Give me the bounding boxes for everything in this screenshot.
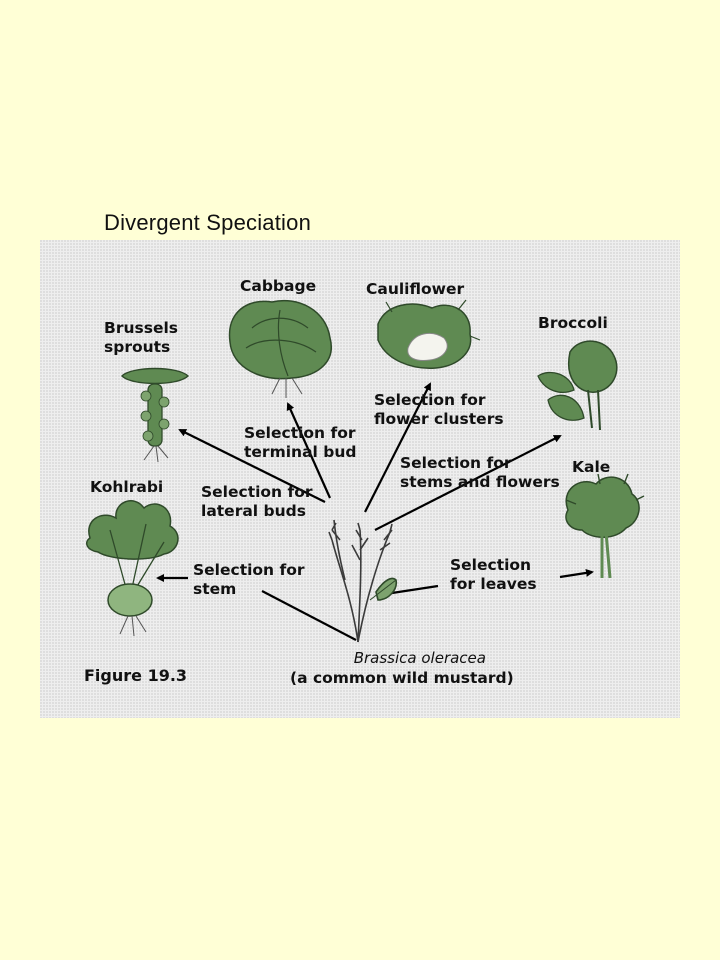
arrow-to-cabbage: [286, 402, 332, 499]
label-selection-lateral-buds: Selection for lateral buds: [201, 483, 313, 521]
label-leaves-line-1: Selection: [450, 556, 532, 574]
figure-panel: Cabbage Cauliflower Brussels sprouts Bro…: [40, 240, 680, 718]
kohlrabi-plant: [85, 500, 179, 637]
line-stem-to-mustard: [261, 590, 357, 641]
label-brussels-sprouts: Brussels sprouts: [104, 319, 178, 357]
label-selection-stems-flowers: Selection for stems and flowers: [400, 454, 560, 492]
figure-caption: Figure 19.3: [84, 666, 188, 685]
label-stems-flowers-line-1: Selection for: [400, 454, 512, 472]
label-selection-leaves: Selection for leaves: [450, 556, 537, 594]
label-leaves-line-2: for leaves: [450, 575, 537, 593]
arrow-to-broccoli: [374, 435, 562, 531]
broccoli-plant: [537, 340, 618, 431]
label-flower-clusters-line-2: flower clusters: [374, 410, 504, 428]
label-lateral-buds-line-1: Selection for: [201, 483, 313, 501]
label-lateral-buds-line-2: lateral buds: [201, 502, 306, 520]
label-brussels-line-2: sprouts: [104, 338, 171, 356]
label-selection-flower-clusters: Selection for flower clusters: [374, 391, 504, 429]
connector-lines: [156, 382, 594, 641]
line-leaves-left: [391, 584, 439, 595]
label-broccoli: Broccoli: [538, 314, 608, 332]
label-selection-terminal-bud: Selection for terminal bud: [244, 424, 356, 462]
label-cauliflower: Cauliflower: [366, 280, 465, 298]
wild-mustard-plant: [328, 519, 398, 643]
species-label: Brassica oleracea (a common wild mustard…: [290, 648, 514, 688]
arrow-to-cauliflower: [364, 382, 431, 513]
label-flower-clusters-line-1: Selection for: [374, 391, 486, 409]
kale-plant: [565, 473, 645, 579]
label-stem-line-2: stem: [193, 580, 237, 598]
arrow-to-kale: [559, 568, 594, 579]
label-kale: Kale: [572, 458, 611, 476]
label-kohlrabi: Kohlrabi: [90, 478, 164, 496]
label-terminal-bud-line-2: terminal bud: [244, 443, 357, 461]
diagram-artwork: [85, 299, 645, 643]
label-selection-stem: Selection for stem: [193, 561, 305, 599]
species-scientific-name: Brassica oleracea: [353, 649, 486, 667]
slide-title: Divergent Speciation: [104, 210, 312, 235]
label-stems-flowers-line-2: stems and flowers: [400, 473, 560, 491]
species-common-name: (a common wild mustard): [290, 669, 514, 687]
label-terminal-bud-line-1: Selection for: [244, 424, 356, 442]
label-stem-line-1: Selection for: [193, 561, 305, 579]
arrow-to-brussels: [178, 429, 326, 503]
brussels-sprouts-plant: [121, 367, 189, 463]
cauliflower-plant: [377, 299, 481, 369]
label-brussels-line-1: Brussels: [104, 319, 178, 337]
label-cabbage: Cabbage: [240, 277, 317, 295]
cabbage-plant: [228, 300, 332, 398]
